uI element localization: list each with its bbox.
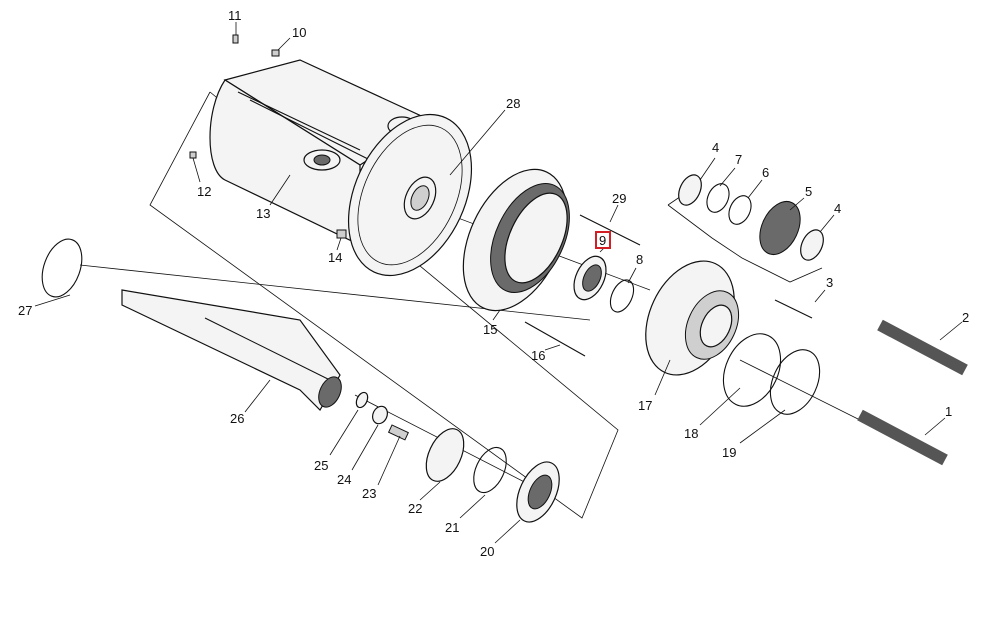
ring-8: [609, 279, 635, 313]
highlight-box: [595, 231, 611, 249]
shaft-2: [877, 319, 968, 376]
callout-1: 1: [945, 404, 952, 419]
callout-2: 2: [962, 310, 969, 325]
planet-carrier: [645, 260, 740, 376]
callout-22: 22: [408, 501, 422, 516]
housing-flange: [347, 113, 473, 277]
callout-27: 27: [18, 303, 32, 318]
snap-ring-27: [41, 238, 83, 298]
callout-11: 11: [228, 8, 242, 23]
callout-18: 18: [684, 426, 698, 441]
shaft-1: [857, 409, 948, 466]
callout-29: 29: [612, 191, 626, 206]
callout-24: 24: [337, 472, 351, 487]
callout-20: 20: [480, 544, 494, 559]
callout-12: 12: [197, 184, 211, 199]
bearing-9: [573, 255, 607, 301]
callout-15: 15: [483, 322, 497, 337]
callout-13: 13: [256, 206, 270, 221]
callout-7: 7: [735, 152, 742, 167]
studs: [524, 214, 641, 357]
callout-26: 26: [230, 411, 244, 426]
leader-lines: [34, 22, 963, 544]
callout-14: 14: [328, 250, 342, 265]
callout-25: 25: [314, 458, 328, 473]
callout-4-right: 4: [834, 201, 841, 216]
callout-5: 5: [805, 184, 812, 199]
axle-shaft: [121, 289, 342, 411]
callout-19: 19: [722, 445, 736, 460]
callout-21: 21: [445, 520, 459, 535]
callout-4-left: 4: [712, 140, 719, 155]
callout-17: 17: [638, 398, 652, 413]
pin-3: [774, 299, 813, 319]
housing-tube: [209, 59, 432, 246]
small-hardware: [355, 391, 409, 441]
callout-16: 16: [531, 348, 545, 363]
callout-3: 3: [826, 275, 833, 290]
callout-28: 28: [506, 96, 520, 111]
callout-6: 6: [762, 165, 769, 180]
ring-gear: [462, 168, 570, 312]
callout-23: 23: [362, 486, 376, 501]
callout-9: 9: [599, 233, 606, 248]
callout-10: 10: [292, 25, 306, 40]
planet-gear-set: [678, 174, 824, 261]
seal-oring-bearing: [425, 428, 560, 523]
callout-8: 8: [636, 252, 643, 267]
callout-labels: 1 2 3 4 4 5 6 7 8 9 10 11 12 13 14 15 16…: [18, 8, 969, 559]
